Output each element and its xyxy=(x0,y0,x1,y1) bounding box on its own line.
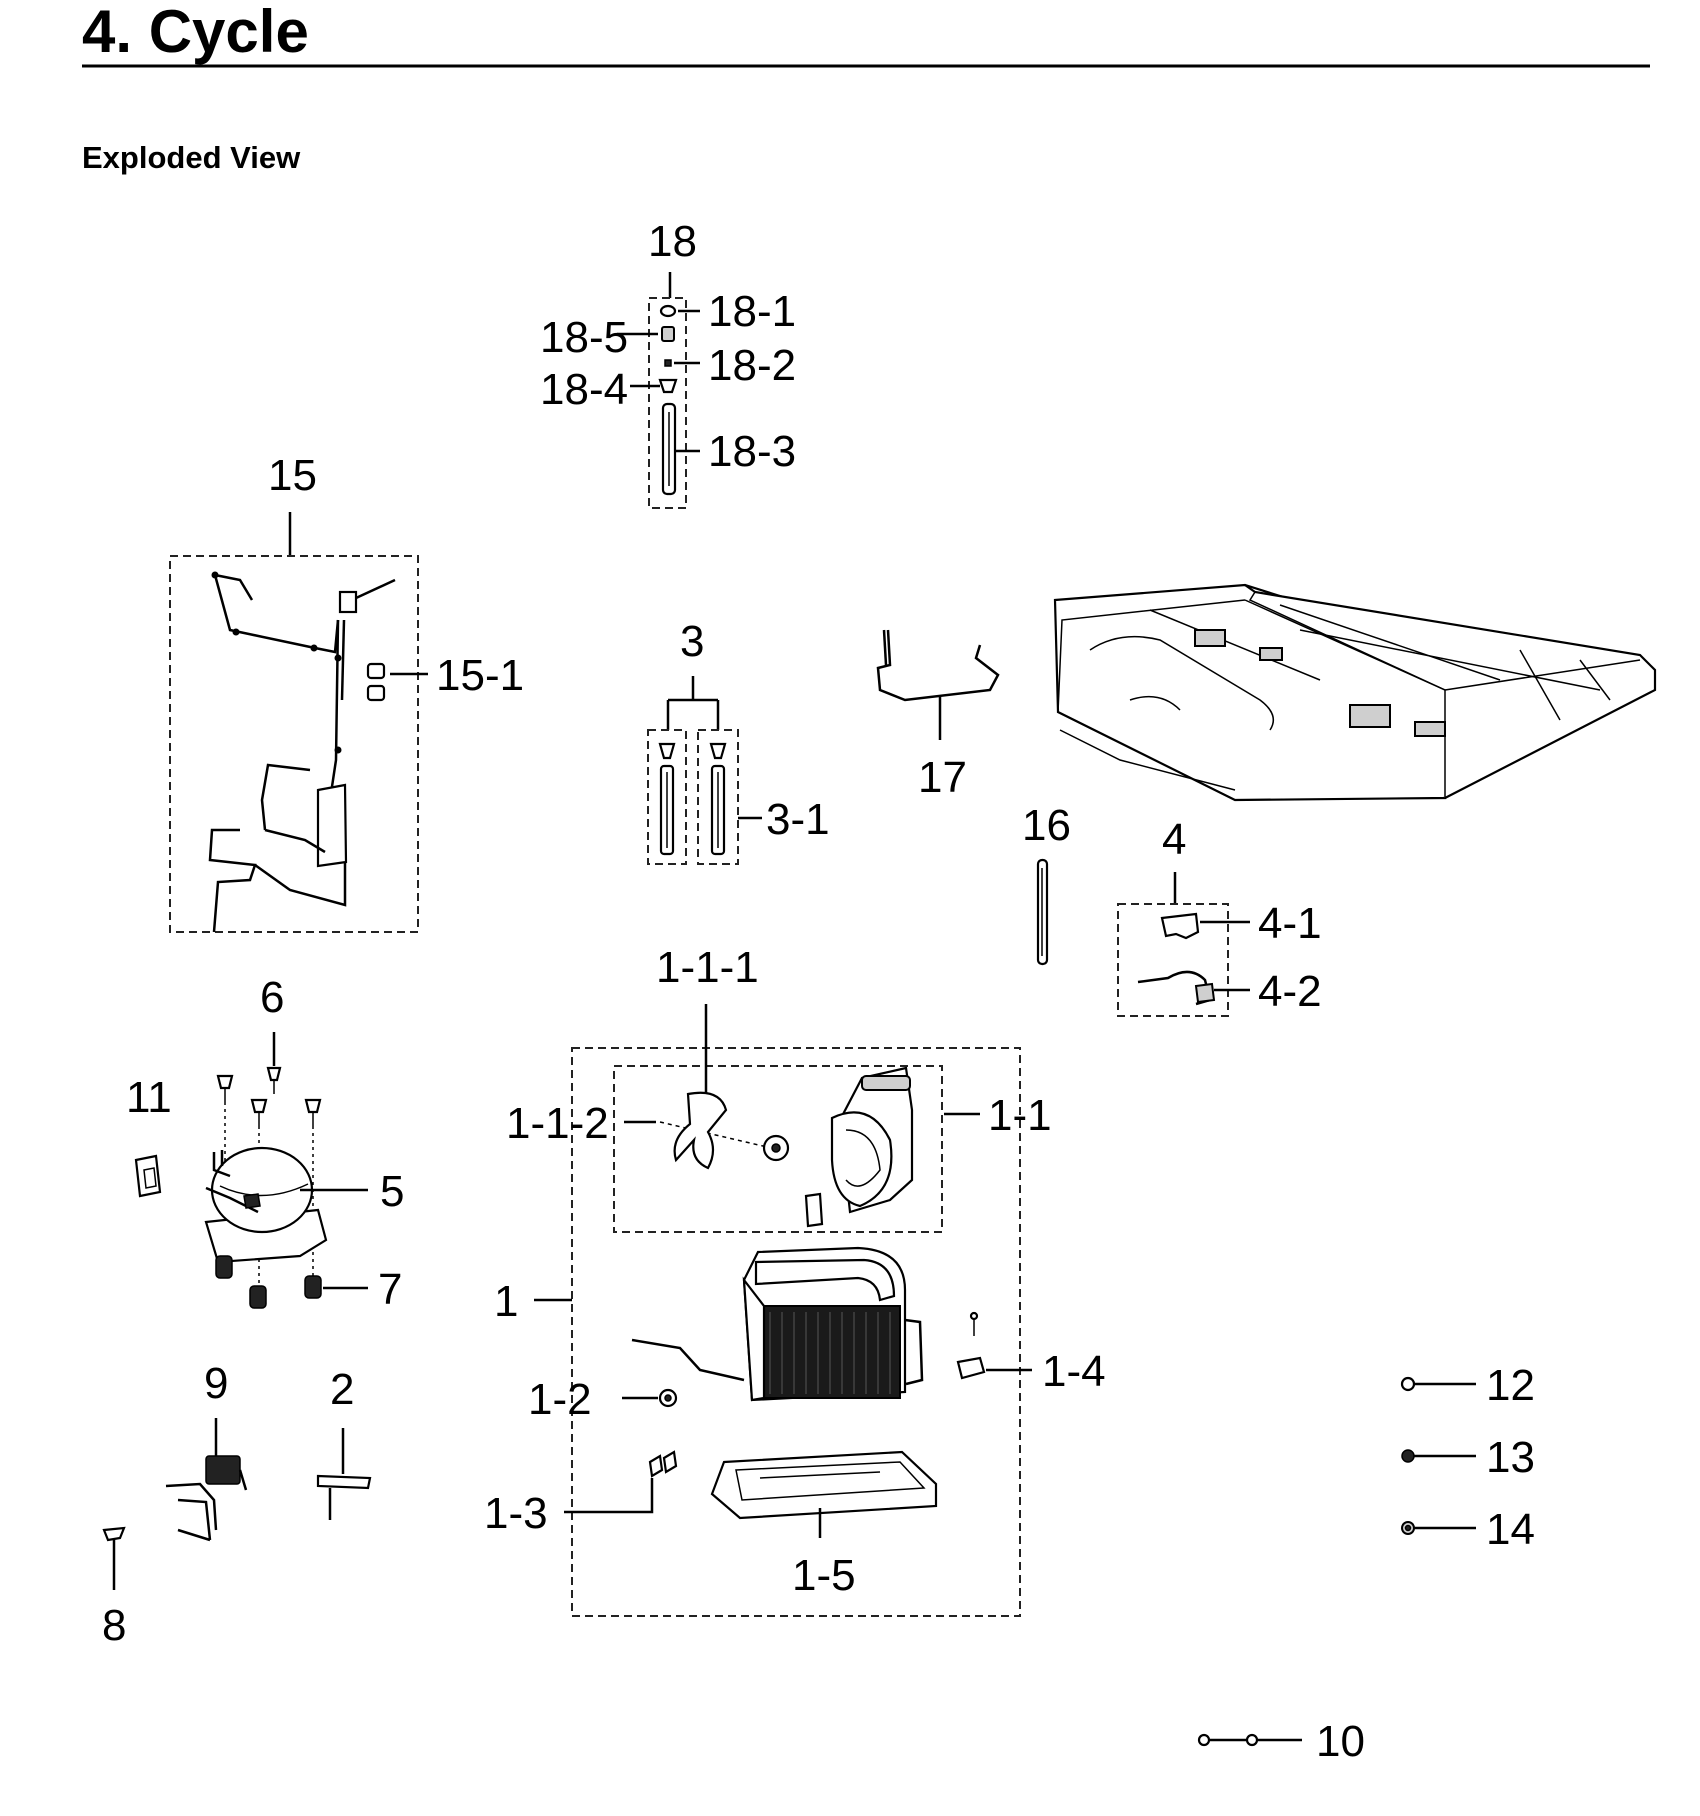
callout-18-1: 18-1 xyxy=(708,287,796,336)
callout-1-4: 1-4 xyxy=(1042,1347,1106,1396)
part-4-group: 4 4-1 4-2 xyxy=(1117,815,1322,1017)
part-15-piping-group: 15 15-1 xyxy=(169,451,524,933)
part-16: 16 xyxy=(1022,801,1071,966)
callout-7: 7 xyxy=(378,1265,402,1314)
part-8: 8 xyxy=(102,1526,126,1650)
callout-15-1: 15-1 xyxy=(436,651,524,700)
callout-10: 10 xyxy=(1316,1717,1365,1766)
callout-4: 4 xyxy=(1162,815,1186,864)
callout-18-4: 18-4 xyxy=(540,365,628,414)
callout-1-1: 1-1 xyxy=(988,1091,1052,1140)
callout-1-1-1: 1-1-1 xyxy=(656,943,759,992)
callout-1-3: 1-3 xyxy=(484,1489,548,1538)
callout-18-2: 18-2 xyxy=(708,341,796,390)
callout-18-5: 18-5 xyxy=(540,313,628,362)
callout-9: 9 xyxy=(204,1359,228,1408)
callout-14: 14 xyxy=(1486,1505,1535,1554)
callout-1-2: 1-2 xyxy=(528,1375,592,1424)
part-10: 10 xyxy=(1197,1717,1365,1766)
part-3-tube-group: 3 3-1 xyxy=(647,617,830,865)
page-title: 4. Cycle xyxy=(82,0,309,65)
parts-12-13-14: 12 13 14 xyxy=(1400,1361,1535,1554)
callout-18: 18 xyxy=(648,217,697,266)
callout-18-3: 18-3 xyxy=(708,427,796,476)
callout-1-1-2: 1-1-2 xyxy=(506,1099,609,1148)
callout-1: 1 xyxy=(494,1277,518,1326)
callout-3: 3 xyxy=(680,617,704,666)
part-2: 2 xyxy=(316,1365,372,1520)
callout-5: 5 xyxy=(380,1167,404,1216)
callout-6: 6 xyxy=(260,973,284,1022)
callout-11: 11 xyxy=(126,1073,172,1122)
callout-1-5: 1-5 xyxy=(792,1551,856,1600)
callout-2: 2 xyxy=(330,1365,354,1414)
callout-15: 15 xyxy=(268,451,317,500)
page-subtitle: Exploded View xyxy=(82,140,301,175)
callout-13: 13 xyxy=(1486,1433,1535,1482)
part-9: 9 xyxy=(165,1359,248,1542)
part-17-tube: 17 xyxy=(876,629,1000,802)
callout-17: 17 xyxy=(918,753,967,802)
callout-8: 8 xyxy=(102,1601,126,1650)
callout-4-2: 4-2 xyxy=(1258,967,1322,1016)
part-1-group: 1-1-1 1-1-2 1-1 1 xyxy=(484,943,1106,1617)
callout-12: 12 xyxy=(1486,1361,1535,1410)
callout-4-1: 4-1 xyxy=(1258,899,1322,948)
callout-16: 16 xyxy=(1022,801,1071,850)
part-18-drier-group: 18 18-1 18-5 18-2 18-4 18-3 xyxy=(540,217,796,509)
base-frame-illustration xyxy=(1053,583,1657,802)
compressor-group: 6 11 5 7 xyxy=(126,973,404,1314)
callout-3-1: 3-1 xyxy=(766,795,830,844)
